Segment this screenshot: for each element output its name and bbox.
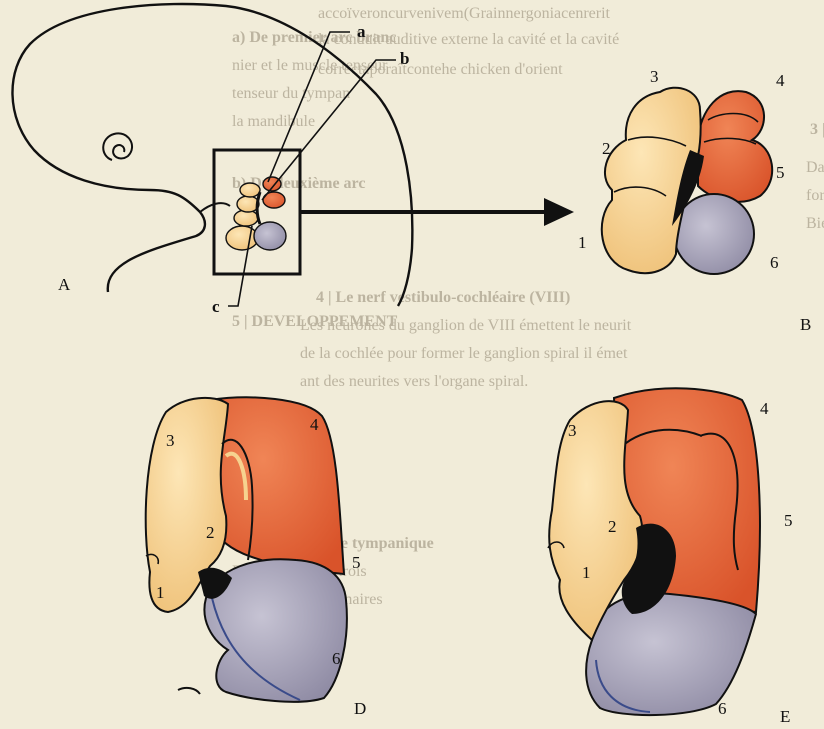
small-hillock [254, 222, 286, 250]
auricle-orange [209, 397, 344, 574]
panel-b: 3 2 1 4 5 6 B [578, 67, 811, 334]
part-label: 5 [352, 553, 361, 572]
part-label: 4 [760, 399, 769, 418]
panel-a: a b c A [12, 4, 412, 316]
hillock-label: 1 [578, 233, 587, 252]
hillock-label: 4 [776, 71, 785, 90]
zoom-arrow [300, 198, 574, 226]
panel-d: 1 2 3 4 5 6 D [146, 397, 367, 718]
part-label: 2 [206, 523, 215, 542]
hillock-label: 6 [770, 253, 779, 272]
panel-label-a: A [58, 275, 71, 294]
hillock-label: 3 [650, 67, 659, 86]
part-label: 4 [310, 415, 319, 434]
pointer-label-a: a [357, 22, 366, 41]
part-label: 3 [568, 421, 577, 440]
part-label: 5 [784, 511, 793, 530]
hillock-4-5 [698, 91, 772, 202]
part-label: 1 [582, 563, 591, 582]
embryo-outline [12, 4, 412, 306]
part-label: 2 [608, 517, 617, 536]
part-label: 6 [332, 649, 341, 668]
eye-icon [103, 133, 132, 160]
panel-label-d: D [354, 699, 366, 718]
part-label: 1 [156, 583, 165, 602]
panel-label-b: B [800, 315, 811, 334]
part-label: 3 [166, 431, 175, 450]
pointer-label-c: c [212, 297, 220, 316]
part-label: 6 [718, 699, 727, 718]
pointer-b [262, 60, 396, 200]
small-hillocks [226, 177, 286, 250]
hillock-6 [674, 194, 754, 274]
small-hillock [240, 183, 260, 197]
panel-label-e: E [780, 707, 790, 726]
small-hillock [226, 226, 258, 250]
pointer-label-b: b [400, 49, 409, 68]
panel-e: 1 2 3 4 5 6 E [548, 388, 793, 726]
hillock-label: 2 [602, 139, 611, 158]
hillock-label: 5 [776, 163, 785, 182]
